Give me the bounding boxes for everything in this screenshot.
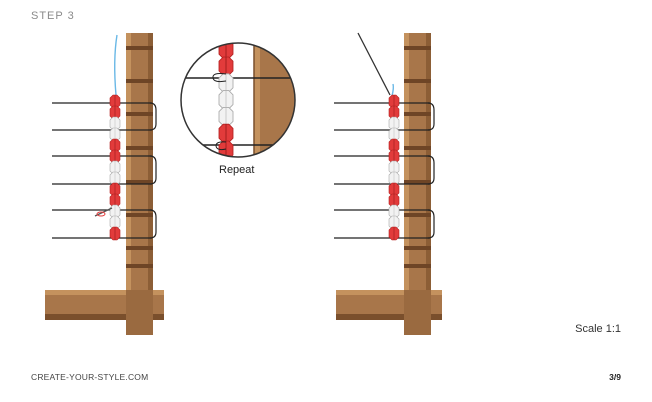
left-loom-figure [45, 33, 164, 335]
page-number: 3/9 [609, 372, 621, 382]
step-title: STEP 3 [31, 10, 75, 22]
footer-site-link[interactable]: CREATE-YOUR-STYLE.COM [31, 372, 149, 382]
repeat-label: Repeat [219, 164, 255, 176]
magnifier-circle [180, 42, 296, 158]
right-loom-figure [334, 32, 442, 335]
scale-label: Scale 1:1 [575, 323, 621, 335]
